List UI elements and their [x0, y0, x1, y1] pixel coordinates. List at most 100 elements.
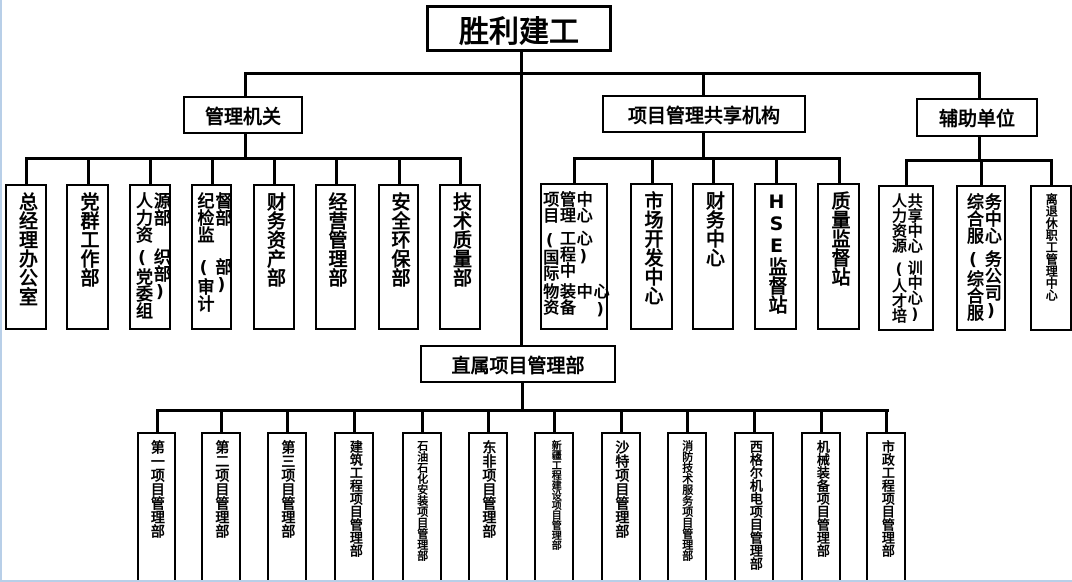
direct-unit-box: 第二项目管理部 — [201, 432, 241, 580]
unit-connector — [487, 409, 490, 432]
root-title: 胜利建工 — [459, 14, 579, 50]
direct-unit-box: 新疆工程建设项目管理部 — [534, 432, 574, 580]
unit-connector — [211, 157, 214, 184]
shared-stem-line — [702, 133, 705, 157]
unit-connector — [149, 157, 152, 184]
unit-name-line: 东非项目管理部 — [480, 440, 497, 538]
unit-name: 市场开发中心 — [641, 191, 664, 305]
shared-branch-line — [573, 157, 841, 160]
unit-name-line: 市政工程项目管理部 — [878, 440, 894, 557]
unit-connector — [421, 409, 424, 432]
unit-name: 综合服务中心 (综合服务公司) — [963, 193, 1001, 329]
unit-name: 人力资源共享中心(人才培训中心) — [890, 193, 924, 329]
unit-name: 西格尔机电项目管理部 — [746, 440, 762, 570]
root-title-box: 胜利建工 — [426, 5, 612, 52]
admin-unit-box: 人力资源部 (党委组织部) — [129, 184, 171, 330]
unit-name: 纪检监督部 (审计部) — [193, 192, 232, 328]
admin-unit-box: 总经理办公室 — [5, 184, 47, 330]
group-aux-label: 辅助单位 — [938, 108, 1015, 130]
unit-connector — [980, 159, 983, 185]
unit-name: 财务中心 — [703, 191, 725, 267]
unit-name: 新疆工程建设项目管理部 — [549, 440, 560, 550]
unit-name: 建筑工程项目管理部 — [347, 440, 362, 557]
group-direct-box: 直属项目管理部 — [420, 345, 616, 383]
unit-name: 石油石化安装项目管理部 — [415, 440, 429, 561]
unit-name-line: 机械装备项目管理部 — [813, 440, 829, 557]
admin-unit-box: 安全环保部 — [378, 184, 419, 330]
admin-unit-box: 财务资产部 — [253, 184, 295, 330]
unit-name-line: 市场开发中心 — [641, 191, 664, 305]
unit-connector — [286, 409, 289, 432]
unit-name-line: 综合服务中心 — [963, 193, 1001, 244]
group-direct-label: 直属项目管理部 — [451, 354, 585, 377]
group-admin-box: 管理机关 — [183, 96, 303, 134]
direct-unit-box: 沙特项目管理部 — [601, 432, 641, 580]
connector-line — [244, 72, 247, 96]
unit-name: HSE监督站 — [765, 191, 788, 314]
unit-name: 经营管理部 — [325, 192, 348, 287]
direct-unit-box: 东非项目管理部 — [468, 432, 508, 580]
unit-name: 项目管理中心(国际工程中心)物资装备中心) — [540, 191, 609, 328]
unit-connector — [905, 159, 908, 185]
unit-name: 第二项目管理部 — [213, 440, 230, 538]
unit-connector — [156, 409, 159, 432]
unit-name-note: (审计部) — [193, 258, 232, 313]
unit-name-note: (人才培训中心) — [890, 259, 924, 323]
unit-name: 人力资源部 (党委组织部) — [132, 192, 170, 328]
unit-name-line: 安全环保部 — [388, 192, 411, 287]
unit-name-line: 第二项目管理部 — [213, 440, 230, 538]
unit-connector — [87, 157, 90, 184]
unit-connector — [25, 157, 28, 184]
unit-name-line: 西格尔机电项目管理部 — [746, 440, 762, 570]
unit-name-note: (国际工程中心) — [540, 229, 593, 281]
unit-name: 技术质量部 — [449, 192, 472, 287]
unit-name-line: 人力资源部 — [132, 192, 170, 243]
unit-connector — [838, 157, 841, 183]
unit-connector — [775, 157, 778, 183]
admin-unit-box: 经营管理部 — [315, 184, 356, 330]
unit-name-line: 石油石化安装项目管理部 — [415, 440, 429, 561]
shared-unit-box: HSE监督站 — [754, 183, 797, 330]
unit-name-line: 技术质量部 — [449, 192, 472, 287]
unit-name: 市政工程项目管理部 — [878, 440, 894, 557]
unit-connector — [335, 157, 338, 184]
connector-line — [521, 383, 524, 410]
unit-name-note: (综合服务公司) — [963, 250, 1001, 322]
unit-connector — [1050, 159, 1053, 185]
unit-name: 党群工作部 — [77, 192, 100, 287]
unit-name: 第三项目管理部 — [279, 440, 295, 538]
unit-name-line: 离退休职工管理中心 — [1044, 193, 1059, 301]
unit-name: 第一项目管理部 — [148, 440, 165, 538]
unit-name-note: (党委组织部) — [132, 247, 170, 319]
direct-unit-box: 建筑工程项目管理部 — [334, 432, 374, 580]
direct-unit-box: 消防技术服务项目管理部 — [667, 432, 707, 580]
unit-name-line: 第一项目管理部 — [148, 440, 165, 538]
direct-unit-box: 第一项目管理部 — [137, 432, 176, 580]
aux-unit-box: 人力资源共享中心(人才培训中心) — [878, 185, 934, 331]
unit-connector — [651, 157, 654, 183]
unit-name-line: 消防技术服务项目管理部 — [680, 440, 694, 561]
connector-line — [978, 72, 981, 98]
group-admin-label: 管理机关 — [204, 105, 281, 128]
shared-unit-box: 项目管理中心(国际工程中心)物资装备中心) — [540, 183, 610, 330]
aux-unit-box: 综合服务中心 (综合服务公司) — [956, 185, 1006, 331]
unit-connector — [459, 157, 462, 184]
unit-name-line: 新疆工程建设项目管理部 — [549, 440, 561, 550]
unit-connector — [885, 409, 888, 432]
admin-unit-box: 纪检监督部 (审计部) — [191, 184, 232, 330]
unit-name: 总经理办公室 — [16, 192, 38, 306]
direct-unit-box: 机械装备项目管理部 — [801, 432, 841, 580]
shared-unit-box: 质量监督站 — [817, 183, 860, 330]
shared-unit-box: 财务中心 — [692, 183, 734, 330]
unit-connector — [573, 157, 576, 183]
direct-unit-box: 石油石化安装项目管理部 — [402, 432, 442, 580]
unit-name-line: 党群工作部 — [77, 192, 100, 287]
admin-branch-line — [25, 157, 462, 160]
unit-name-line: 经营管理部 — [325, 192, 348, 287]
unit-name-line: HSE监督站 — [765, 191, 788, 314]
unit-name-line: 纪检监督部 — [193, 192, 232, 243]
unit-name-line: 质量监督站 — [828, 191, 851, 286]
unit-name: 机械装备项目管理部 — [813, 440, 829, 557]
unit-connector — [712, 157, 715, 183]
